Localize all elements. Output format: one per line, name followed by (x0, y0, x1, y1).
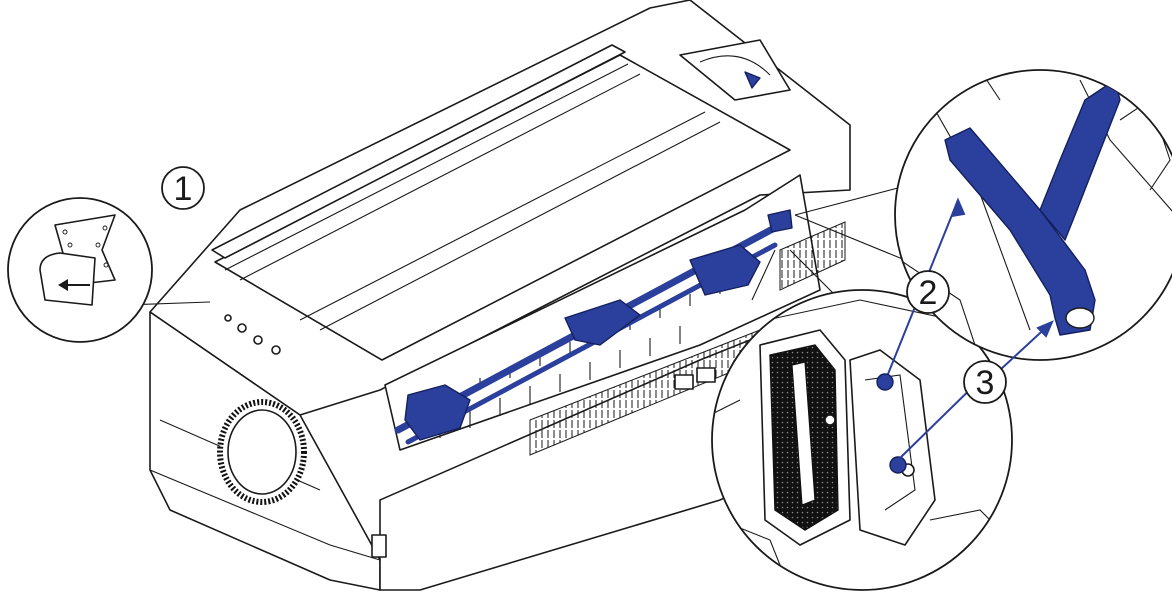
platen-knob (220, 402, 304, 502)
callout-3-marker: 3 (964, 361, 1006, 403)
callout-1-marker: 1 (162, 167, 204, 209)
callout-2-marker: 2 (907, 271, 949, 313)
callout-2-label: 2 (919, 274, 938, 312)
callout-1-label: 1 (174, 170, 193, 208)
lever-zoom-view (895, 70, 1172, 360)
callout-3-label: 3 (976, 364, 995, 402)
